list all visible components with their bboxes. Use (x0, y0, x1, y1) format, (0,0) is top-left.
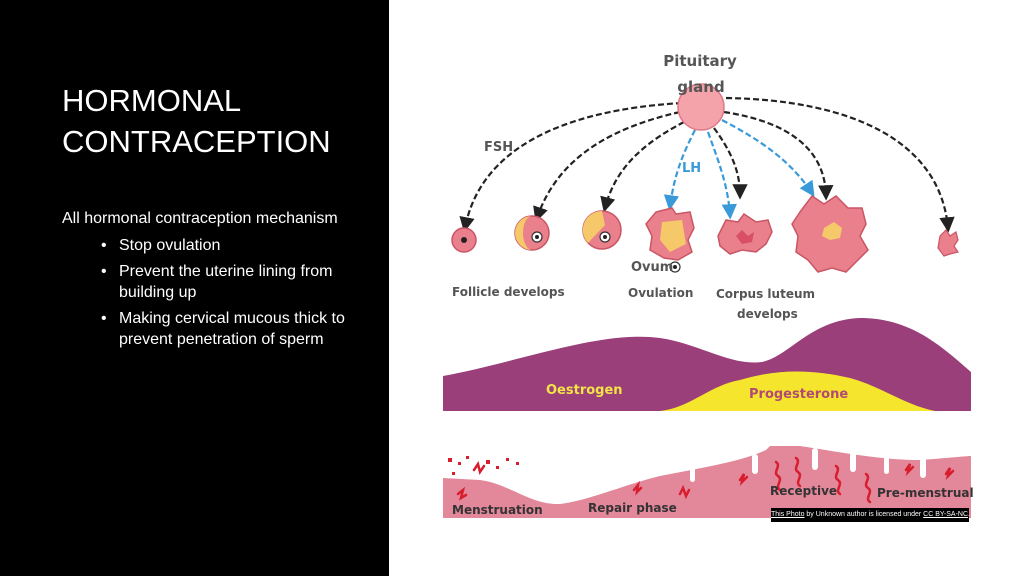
menstruation-label: Menstruation (452, 503, 543, 517)
lh-arrow (706, 131, 737, 220)
ovum-label: Ovum (631, 260, 673, 275)
fsh-arrow (600, 121, 685, 213)
pituitary-label-line-2: gland (677, 78, 724, 96)
bullet-text: Making cervical mucous thick to prevent … (119, 310, 345, 348)
fsh-arrow (533, 110, 681, 223)
follicle-develops-label: Follicle develops (452, 285, 565, 299)
slide-title-line-2: CONTRACEPTION (62, 124, 331, 159)
bullet-item: • Stop ovulation (62, 235, 362, 256)
hormone-arrows (459, 96, 955, 233)
uterine-lining (443, 446, 971, 518)
slide-body: All hormonal contraception mechanism • S… (62, 208, 362, 355)
bullet-text: Stop ovulation (119, 237, 221, 254)
menstrual-fragments (448, 456, 519, 475)
bullet-item: • Prevent the uterine lining from buildi… (62, 261, 362, 303)
image-credit: This Photo by Unknown author is licensed… (771, 508, 970, 522)
corpus-luteum (791, 194, 869, 273)
lining-glands (690, 448, 926, 482)
fsh-label: FSH (484, 140, 513, 155)
bullet-list: • Stop ovulation • Prevent the uterine l… (62, 235, 362, 350)
license-link[interactable]: CC BY-SA-NC (923, 511, 969, 518)
bullet-item: • Making cervical mucous thick to preven… (62, 308, 362, 350)
pituitary-gland (677, 83, 725, 131)
credit-end: . (968, 511, 970, 518)
left-panel: HORMONAL CONTRACEPTION All hormonal cont… (0, 0, 389, 576)
progesterone-curve (660, 371, 935, 411)
repair-phase-label: Repair phase (588, 501, 677, 515)
corpus-luteum-label-line-1: Corpus luteum (716, 287, 815, 301)
slide-title-line-1: HORMONAL (62, 83, 242, 118)
receptive-label: Receptive (770, 484, 837, 498)
ovulating-follicle (645, 207, 695, 273)
fsh-arrow (459, 101, 683, 233)
pituitary-label-line-1: Pituitary (663, 52, 737, 70)
oestrogen-label: Oestrogen (546, 383, 623, 398)
photo-link[interactable]: This Photo (771, 511, 805, 518)
intro-text: All hormonal contraception mechanism (62, 210, 338, 227)
lh-label: LH (682, 161, 701, 176)
premenstrual-label: Pre-menstrual (877, 486, 974, 500)
hormone-arrow (723, 110, 834, 201)
progesterone-label: Progesterone (749, 387, 848, 402)
follicle-stage-1 (451, 227, 477, 253)
menstrual-cycle-diagram: Pituitary gland FSH LH (389, 0, 1024, 576)
ovulation-label: Ovulation (628, 286, 693, 300)
corpus-luteum-forming (717, 212, 773, 255)
hormone-arrow (725, 96, 955, 233)
bullet-dot-icon: • (101, 310, 107, 327)
diagram-svg: Pituitary gland FSH LH (443, 52, 974, 518)
bullet-text: Prevent the uterine lining from building… (119, 263, 333, 301)
blood-vessels (456, 456, 955, 504)
bullet-dot-icon: • (101, 237, 107, 254)
corpus-luteum-label-line-2: develops (737, 307, 798, 321)
regressing-follicle (937, 229, 959, 257)
slide-title: HORMONAL CONTRACEPTION (62, 80, 382, 162)
hormone-arrow (713, 127, 748, 200)
credit-text: by Unknown author is licensed under (804, 511, 924, 518)
follicle-stage-2 (514, 215, 550, 251)
lh-arrow (721, 119, 815, 197)
follicle-stage-3 (582, 210, 622, 250)
bullet-dot-icon: • (101, 263, 107, 280)
